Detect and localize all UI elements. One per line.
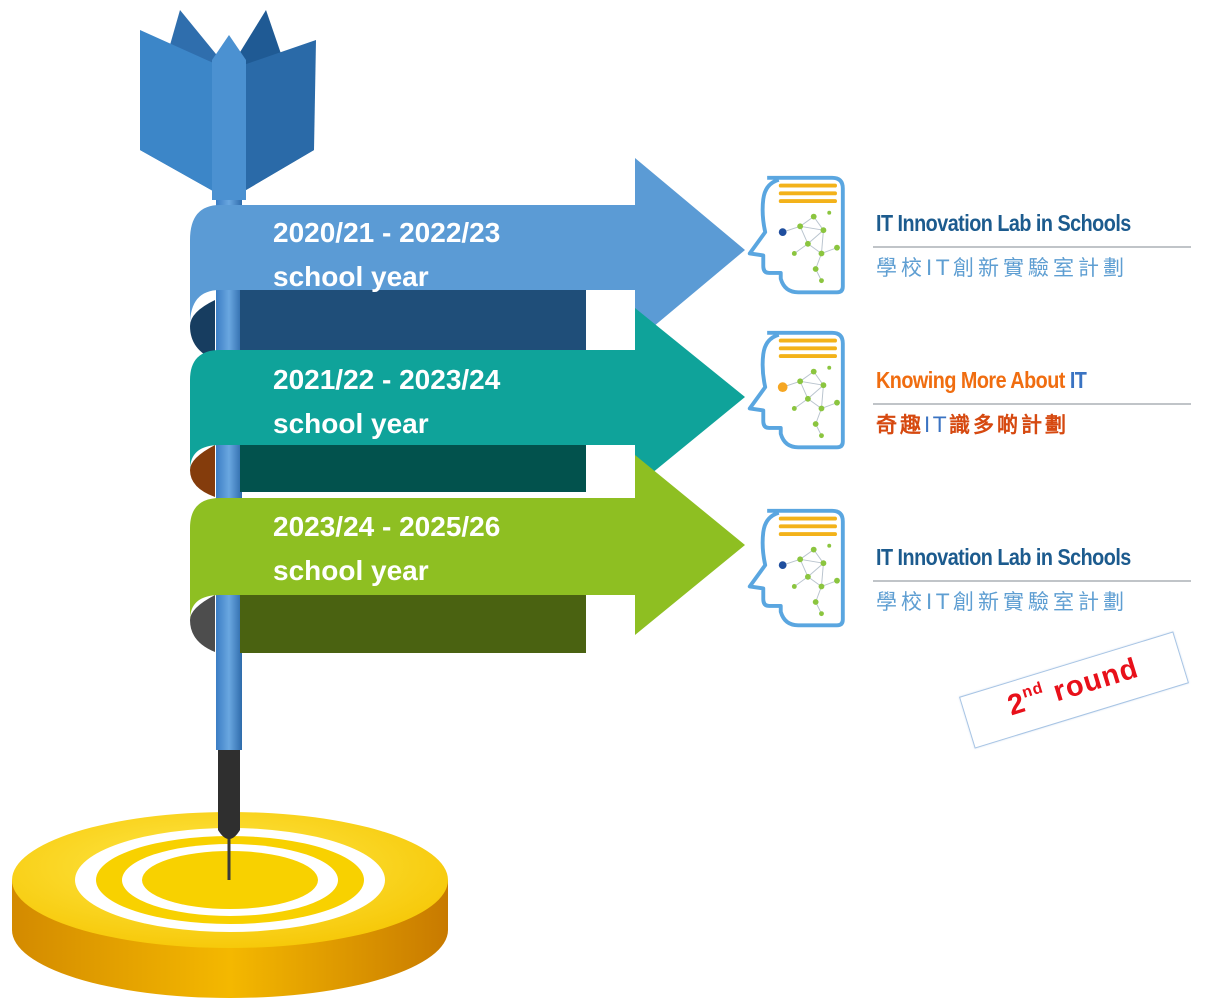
banner-3-label: school year bbox=[273, 555, 429, 586]
divider bbox=[873, 246, 1191, 248]
banner-1-label: school year bbox=[273, 261, 429, 292]
divider bbox=[873, 580, 1191, 582]
ai-head-icon bbox=[747, 508, 845, 628]
programme-logo-1: IT Innovation Lab in Schools 學校IT創新實驗室計劃 bbox=[745, 180, 1214, 320]
programme-logo-3: IT Innovation Lab in Schools 學校IT創新實驗室計劃 bbox=[745, 514, 1214, 654]
divider bbox=[873, 403, 1191, 405]
programme-2-subtitle: 奇趣IT識多啲計劃 bbox=[876, 409, 1069, 439]
programme-2-subtitle-it: IT bbox=[924, 413, 950, 437]
programme-2-title-it: IT bbox=[1069, 367, 1087, 393]
programme-2-title-text: Knowing More About bbox=[876, 367, 1070, 393]
banner-3-period: 2023/24 - 2025/26 bbox=[273, 511, 500, 542]
programme-2-subtitle-part3: 識多啲計劃 bbox=[949, 413, 1070, 437]
timeline-banner-2 bbox=[190, 308, 745, 497]
programme-1-title: IT Innovation Lab in Schools bbox=[876, 210, 1131, 236]
ai-head-icon bbox=[747, 330, 845, 450]
programme-logo-2: Knowing More About IT 奇趣IT識多啲計劃 bbox=[745, 337, 1214, 477]
banner-1-period: 2020/21 - 2022/23 bbox=[273, 217, 500, 248]
programme-2-title: Knowing More About IT bbox=[876, 367, 1087, 394]
banner-2-label: school year bbox=[273, 408, 429, 439]
banner-2-period: 2021/22 - 2023/24 bbox=[273, 364, 501, 395]
programme-3-title: IT Innovation Lab in Schools bbox=[876, 544, 1131, 570]
programme-2-subtitle-part1: 奇趣 bbox=[876, 413, 924, 437]
programme-3-subtitle: 學校IT創新實驗室計劃 bbox=[876, 590, 1129, 614]
timeline-banner-3 bbox=[190, 455, 745, 653]
programme-1-subtitle: 學校IT創新實驗室計劃 bbox=[876, 256, 1129, 280]
ai-head-icon bbox=[747, 175, 845, 295]
timeline-banner-1 bbox=[190, 158, 745, 360]
round-ordinal-suffix: nd bbox=[1020, 679, 1046, 702]
